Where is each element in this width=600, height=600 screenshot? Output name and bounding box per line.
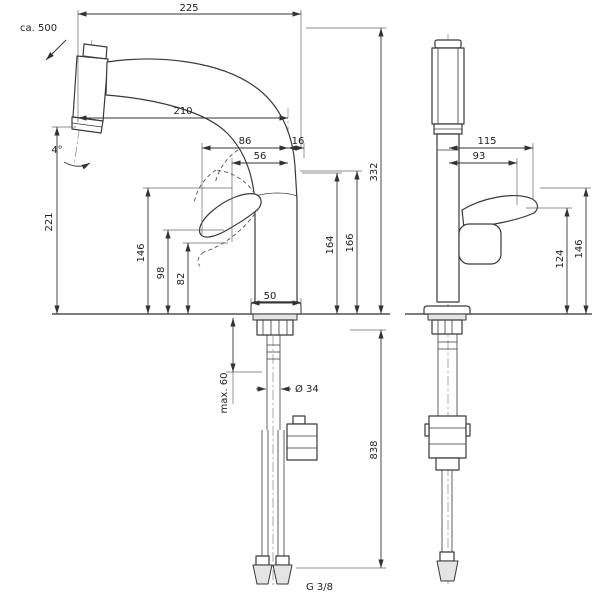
dim-label-16: 16 [292, 136, 305, 147]
dim-label-124: 124 [555, 249, 566, 268]
front-view [423, 39, 539, 582]
dim-label-4deg: 4° [51, 145, 62, 156]
dim-label-max60: max. 60 [219, 373, 230, 414]
handle-front [458, 195, 539, 265]
dim-label-166: 166 [345, 233, 356, 252]
handle-ghost-dashed [193, 149, 260, 267]
dim-label-82: 82 [176, 273, 187, 286]
dim-label-115: 115 [477, 136, 496, 147]
hose-weight-block [286, 415, 318, 461]
supply-shank-left [266, 335, 281, 430]
dim-label-146-right: 146 [574, 239, 585, 258]
supply-shank-right [437, 334, 458, 416]
dim-label-221: 221 [44, 212, 55, 231]
dim-label-56: 56 [254, 151, 267, 162]
hose-connector-right [436, 551, 459, 582]
mounting-hardware-left [252, 313, 298, 336]
mounting-hardware-right [427, 313, 467, 335]
supply-hoses-left [261, 430, 285, 556]
pullout-head [71, 43, 109, 134]
dim-label-146-left: 146 [136, 243, 147, 262]
dimension-lines [45, 11, 589, 568]
dim-label-210: 210 [173, 106, 192, 117]
dim-label-93: 93 [473, 151, 486, 162]
dim-label-dia34: Ø 34 [295, 383, 319, 395]
head-front [431, 39, 465, 135]
dim-label-164: 164 [325, 235, 336, 254]
dim-label-50: 50 [264, 291, 277, 302]
dim-label-ca500: ca. 500 [20, 23, 57, 34]
dim-label-86: 86 [239, 136, 252, 147]
dimension-labels: 225 ca. 500 210 86 16 56 4° 221 332 164 … [20, 3, 585, 593]
dim-label-98: 98 [156, 267, 167, 280]
dim-label-225: 225 [179, 3, 198, 14]
spout-body [105, 58, 298, 303]
extension-lines [52, 10, 591, 569]
valve-block [424, 415, 471, 471]
supply-hose-right [441, 470, 453, 552]
hose-connectors-left [252, 555, 293, 585]
dim-label-332: 332 [369, 162, 380, 181]
escutcheon-front [423, 305, 471, 315]
base-flange [250, 301, 302, 315]
dim-label-838: 838 [369, 440, 380, 459]
dim-label-g38-thread: G 3/8 [306, 582, 333, 593]
body-front [436, 133, 460, 303]
handle-side [198, 193, 262, 238]
